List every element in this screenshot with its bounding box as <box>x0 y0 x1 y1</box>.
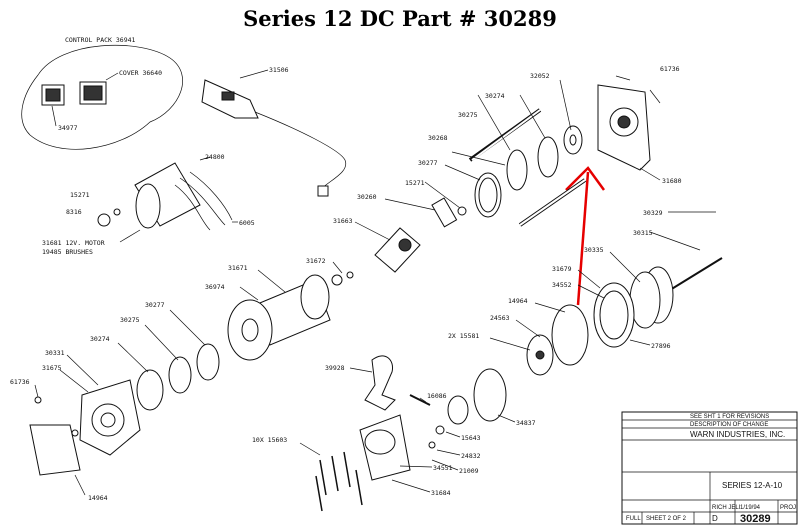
title-block-number: 30289 <box>740 513 771 525</box>
label-24800: 24800 <box>205 153 225 161</box>
label-61736b: 61736 <box>10 378 30 386</box>
label-30331: 30331 <box>45 349 65 357</box>
title-block-drawn-by: RICH JELI <box>712 505 741 511</box>
label-19485: 19485 BRUSHES <box>42 248 93 256</box>
label-34977: 34977 <box>58 124 78 132</box>
page-title: Series 12 DC Part # 30289 <box>243 6 557 31</box>
label-31672: 31672 <box>306 257 326 265</box>
label-31675: 31675 <box>42 364 62 372</box>
label-cover: COVER 36640 <box>119 69 162 77</box>
label-30268: 30268 <box>428 134 448 142</box>
label-32052: 32052 <box>530 72 550 80</box>
label-30329: 30329 <box>643 209 663 217</box>
label-31681: 31681 12V. MOTOR <box>42 239 105 247</box>
label-30274a: 30274 <box>485 92 505 100</box>
label-24832: 24832 <box>461 452 481 460</box>
title-block-drawing-title: SERIES 12-A-10 <box>722 481 783 490</box>
bolts-15603 <box>315 451 363 512</box>
label-15271b: 15271 <box>405 179 425 187</box>
label-15581: 2X 15581 <box>448 332 479 340</box>
remote-control-31506: 31506 <box>201 66 347 197</box>
gear-housing-31680: 32052 61736 31680 <box>530 65 682 185</box>
label-31663: 31663 <box>333 217 353 225</box>
label-14964b: 14964 <box>88 494 108 502</box>
title-block-proj: PROJ <box>780 505 796 511</box>
label-34552: 34552 <box>552 281 572 289</box>
title-block-sheet: SHEET 2 OF 2 <box>646 516 687 522</box>
input-shaft-parts: 15271 30260 31663 31672 <box>306 179 467 286</box>
left-end-housing: 30277 30275 30274 30331 31675 61736 1496… <box>10 301 220 502</box>
label-61736a: 61736 <box>660 65 680 73</box>
lower-clutch-parts: 39928 16086 34837 15643 10X 15603 24832 … <box>252 355 536 512</box>
label-31684: 31684 <box>431 489 451 497</box>
label-30274b: 30274 <box>90 335 110 343</box>
label-30277b: 30277 <box>145 301 165 309</box>
label-39928: 39928 <box>325 364 345 372</box>
title-block-scale: D <box>712 514 718 523</box>
label-30335: 30335 <box>584 246 604 254</box>
upper-rods-rings: 30268 30275 30274 30277 <box>418 92 587 227</box>
label-34551: 34551 <box>433 464 453 472</box>
label-8316: 8316 <box>66 208 82 216</box>
right-gear-set: 30329 30315 30335 31679 34552 14964 2456… <box>448 209 723 376</box>
label-31680: 31680 <box>662 177 682 185</box>
label-31506: 31506 <box>269 66 289 74</box>
label-31671: 31671 <box>228 264 248 272</box>
label-14964a: 14964 <box>508 297 528 305</box>
label-34837: 34837 <box>516 419 536 427</box>
label-27896: 27896 <box>651 342 671 350</box>
title-block: SEE SHT 1 FOR REVISIONS DESCRIPTION OF C… <box>621 411 798 525</box>
label-31679: 31679 <box>552 265 572 273</box>
label-36974: 36974 <box>205 283 225 291</box>
label-30275a: 30275 <box>458 111 478 119</box>
label-6005: 6005 <box>239 219 255 227</box>
label-24563: 24563 <box>490 314 510 322</box>
control-pack-group: CONTROL PACK 36941 COVER 36640 34977 <box>21 36 183 150</box>
label-30275b: 30275 <box>120 316 140 324</box>
label-16086: 16086 <box>427 392 447 400</box>
label-30260: 30260 <box>357 193 377 201</box>
red-arrow <box>565 166 606 306</box>
label-21009: 21009 <box>459 467 479 475</box>
label-15643: 15643 <box>461 434 481 442</box>
title-block-description: DESCRIPTION OF CHANGE <box>690 422 768 428</box>
label-control-pack: CONTROL PACK 36941 <box>65 36 136 44</box>
title-block-revisions: SEE SHT 1 FOR REVISIONS <box>690 414 769 420</box>
label-10x15603: 10X 15603 <box>252 436 287 444</box>
title-block-date: 1/19/94 <box>740 505 761 511</box>
label-15271a: 15271 <box>70 191 90 199</box>
title-block-company: WARN INDUSTRIES, INC. <box>690 430 785 439</box>
title-block-size: FULL <box>626 516 641 522</box>
label-30315: 30315 <box>633 229 653 237</box>
label-30277a: 30277 <box>418 159 438 167</box>
drum-31671: 31671 36974 <box>205 264 331 361</box>
motor-assembly: 24800 6005 15271 8316 31681 12V. MOTOR 1… <box>42 153 255 256</box>
